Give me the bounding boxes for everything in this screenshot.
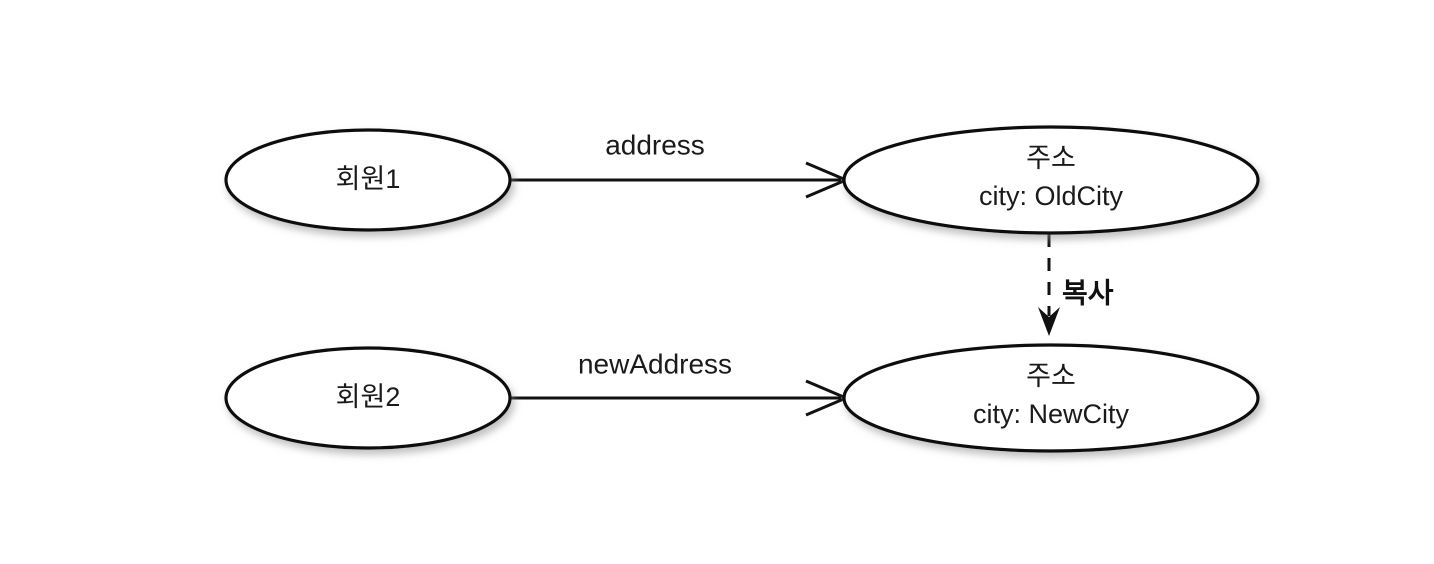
edge-copy-arrowhead-icon <box>1038 307 1060 336</box>
node-address-new[interactable]: 주소 city: NewCity <box>842 343 1260 453</box>
edge-address-label: address <box>605 129 705 160</box>
node-address-new-city: city: NewCity <box>973 399 1130 429</box>
edge-copy-label: 복사 <box>1062 277 1114 308</box>
node-member1[interactable]: 회원1 <box>224 128 512 232</box>
edge-new-address: newAddress <box>510 348 850 417</box>
node-address-old[interactable]: 주소 city: OldCity <box>842 125 1260 235</box>
edge-address: address <box>510 129 850 199</box>
node-address-old-city: city: OldCity <box>979 181 1124 211</box>
node-member2[interactable]: 회원2 <box>224 346 512 450</box>
edge-new-address-label: newAddress <box>578 348 732 379</box>
edge-copy: 복사 <box>1038 234 1114 336</box>
node-member2-shape[interactable] <box>224 346 512 450</box>
node-member1-label: 회원1 <box>336 164 401 194</box>
node-address-new-title: 주소 <box>1026 361 1076 391</box>
node-address-new-shape[interactable] <box>842 343 1260 453</box>
node-address-old-title: 주소 <box>1026 143 1076 173</box>
node-member1-shape[interactable] <box>224 128 512 232</box>
node-address-old-shape[interactable] <box>842 125 1260 235</box>
node-member2-label: 회원2 <box>336 382 401 412</box>
